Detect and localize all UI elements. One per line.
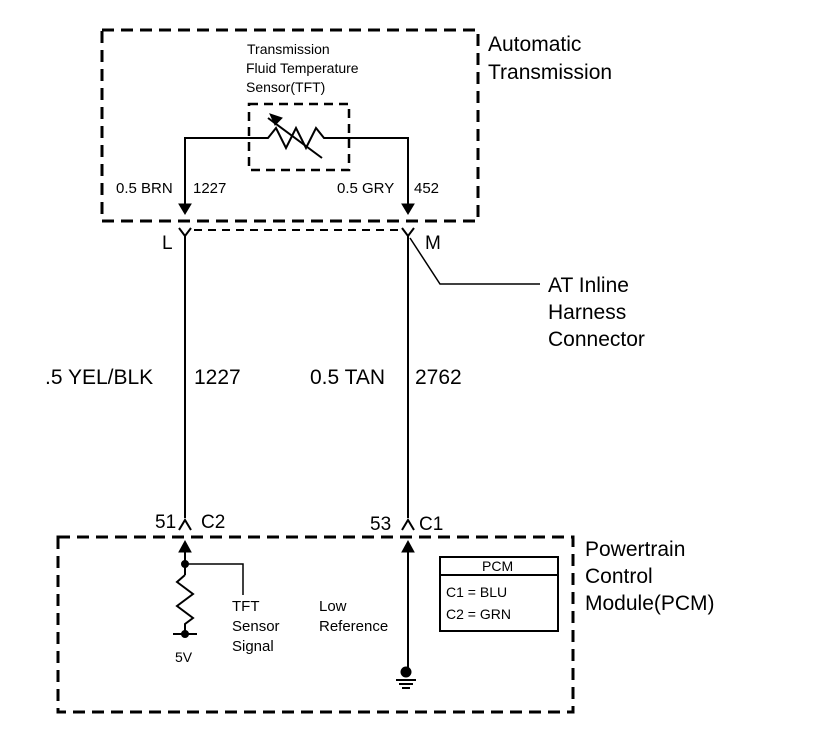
harness-right-wire-label: 0.5 TAN xyxy=(310,366,385,389)
thermistor-arrow-line xyxy=(267,117,323,159)
thermistor-symbol xyxy=(258,125,340,151)
left-terminal-arrow xyxy=(178,203,192,215)
trans-right-circuit-label: 452 xyxy=(414,180,439,197)
pcm-left-conn: C2 xyxy=(201,512,225,533)
sensor-label-3: Sensor(TFT) xyxy=(246,79,325,95)
pcm-left-pin: 51 xyxy=(155,512,176,533)
tft-signal-label-2: Sensor xyxy=(232,618,280,635)
pcm-left-arrow xyxy=(178,539,192,553)
five-volt-label: 5V xyxy=(175,649,193,665)
trans-left-circuit-label: 1227 xyxy=(193,180,226,197)
pcm-legend-title: PCM xyxy=(482,558,513,574)
harness-left-wire-label: .5 YEL/BLK xyxy=(45,366,153,389)
pcm-left-connector-fork xyxy=(178,518,192,531)
transmission-title-2: Transmission xyxy=(488,61,612,84)
inline-connector-right-fork xyxy=(401,227,415,238)
inline-label-3: Connector xyxy=(548,328,645,351)
pcm-right-arrow xyxy=(401,539,415,553)
inline-label-1: AT Inline xyxy=(548,274,629,297)
inline-connector-left-fork xyxy=(178,227,192,238)
harness-left-circuit-label: 1227 xyxy=(194,366,241,389)
inline-connector-leader xyxy=(409,237,540,285)
pcm-title-2: Control xyxy=(585,565,653,588)
tft-signal-leader xyxy=(185,563,244,595)
tft-signal-label-3: Signal xyxy=(232,638,274,655)
pcm-right-conn: C1 xyxy=(419,514,443,535)
right-terminal-arrow xyxy=(401,203,415,215)
pcm-title-1: Powertrain xyxy=(585,538,685,561)
tft-sensor-box xyxy=(247,102,351,172)
pcm-title-3: Module(PCM) xyxy=(585,592,715,615)
pcm-right-pin: 53 xyxy=(370,514,391,535)
low-reference-label-2: Reference xyxy=(319,618,388,635)
sensor-label-2: Fluid Temperature xyxy=(246,60,359,76)
pcm-legend-c2: C2 = GRN xyxy=(446,606,511,622)
ground-node xyxy=(400,666,412,678)
pcm-right-connector-fork xyxy=(401,518,415,531)
inline-label-2: Harness xyxy=(548,301,626,324)
low-reference-label-1: Low xyxy=(319,598,347,615)
trans-left-wire-label: 0.5 BRN xyxy=(116,180,173,197)
pcm-legend-c1: C1 = BLU xyxy=(446,584,507,600)
sensor-label-1: Transmission xyxy=(247,41,330,57)
pcm-box xyxy=(56,535,575,714)
harness-right-circuit-label: 2762 xyxy=(415,366,462,389)
sensor-left-lead xyxy=(184,137,258,208)
tft-signal-label-1: TFT xyxy=(232,598,260,615)
pcm-legend-box xyxy=(439,556,559,632)
inline-pin-right: M xyxy=(425,233,441,254)
thermistor-arrow-head xyxy=(269,113,283,126)
pullup-resistor xyxy=(175,574,195,634)
trans-right-wire-label: 0.5 GRY xyxy=(337,180,394,197)
inline-pin-left: L xyxy=(162,233,173,254)
transmission-title-1: Automatic xyxy=(488,33,581,56)
sensor-right-lead xyxy=(340,137,409,208)
